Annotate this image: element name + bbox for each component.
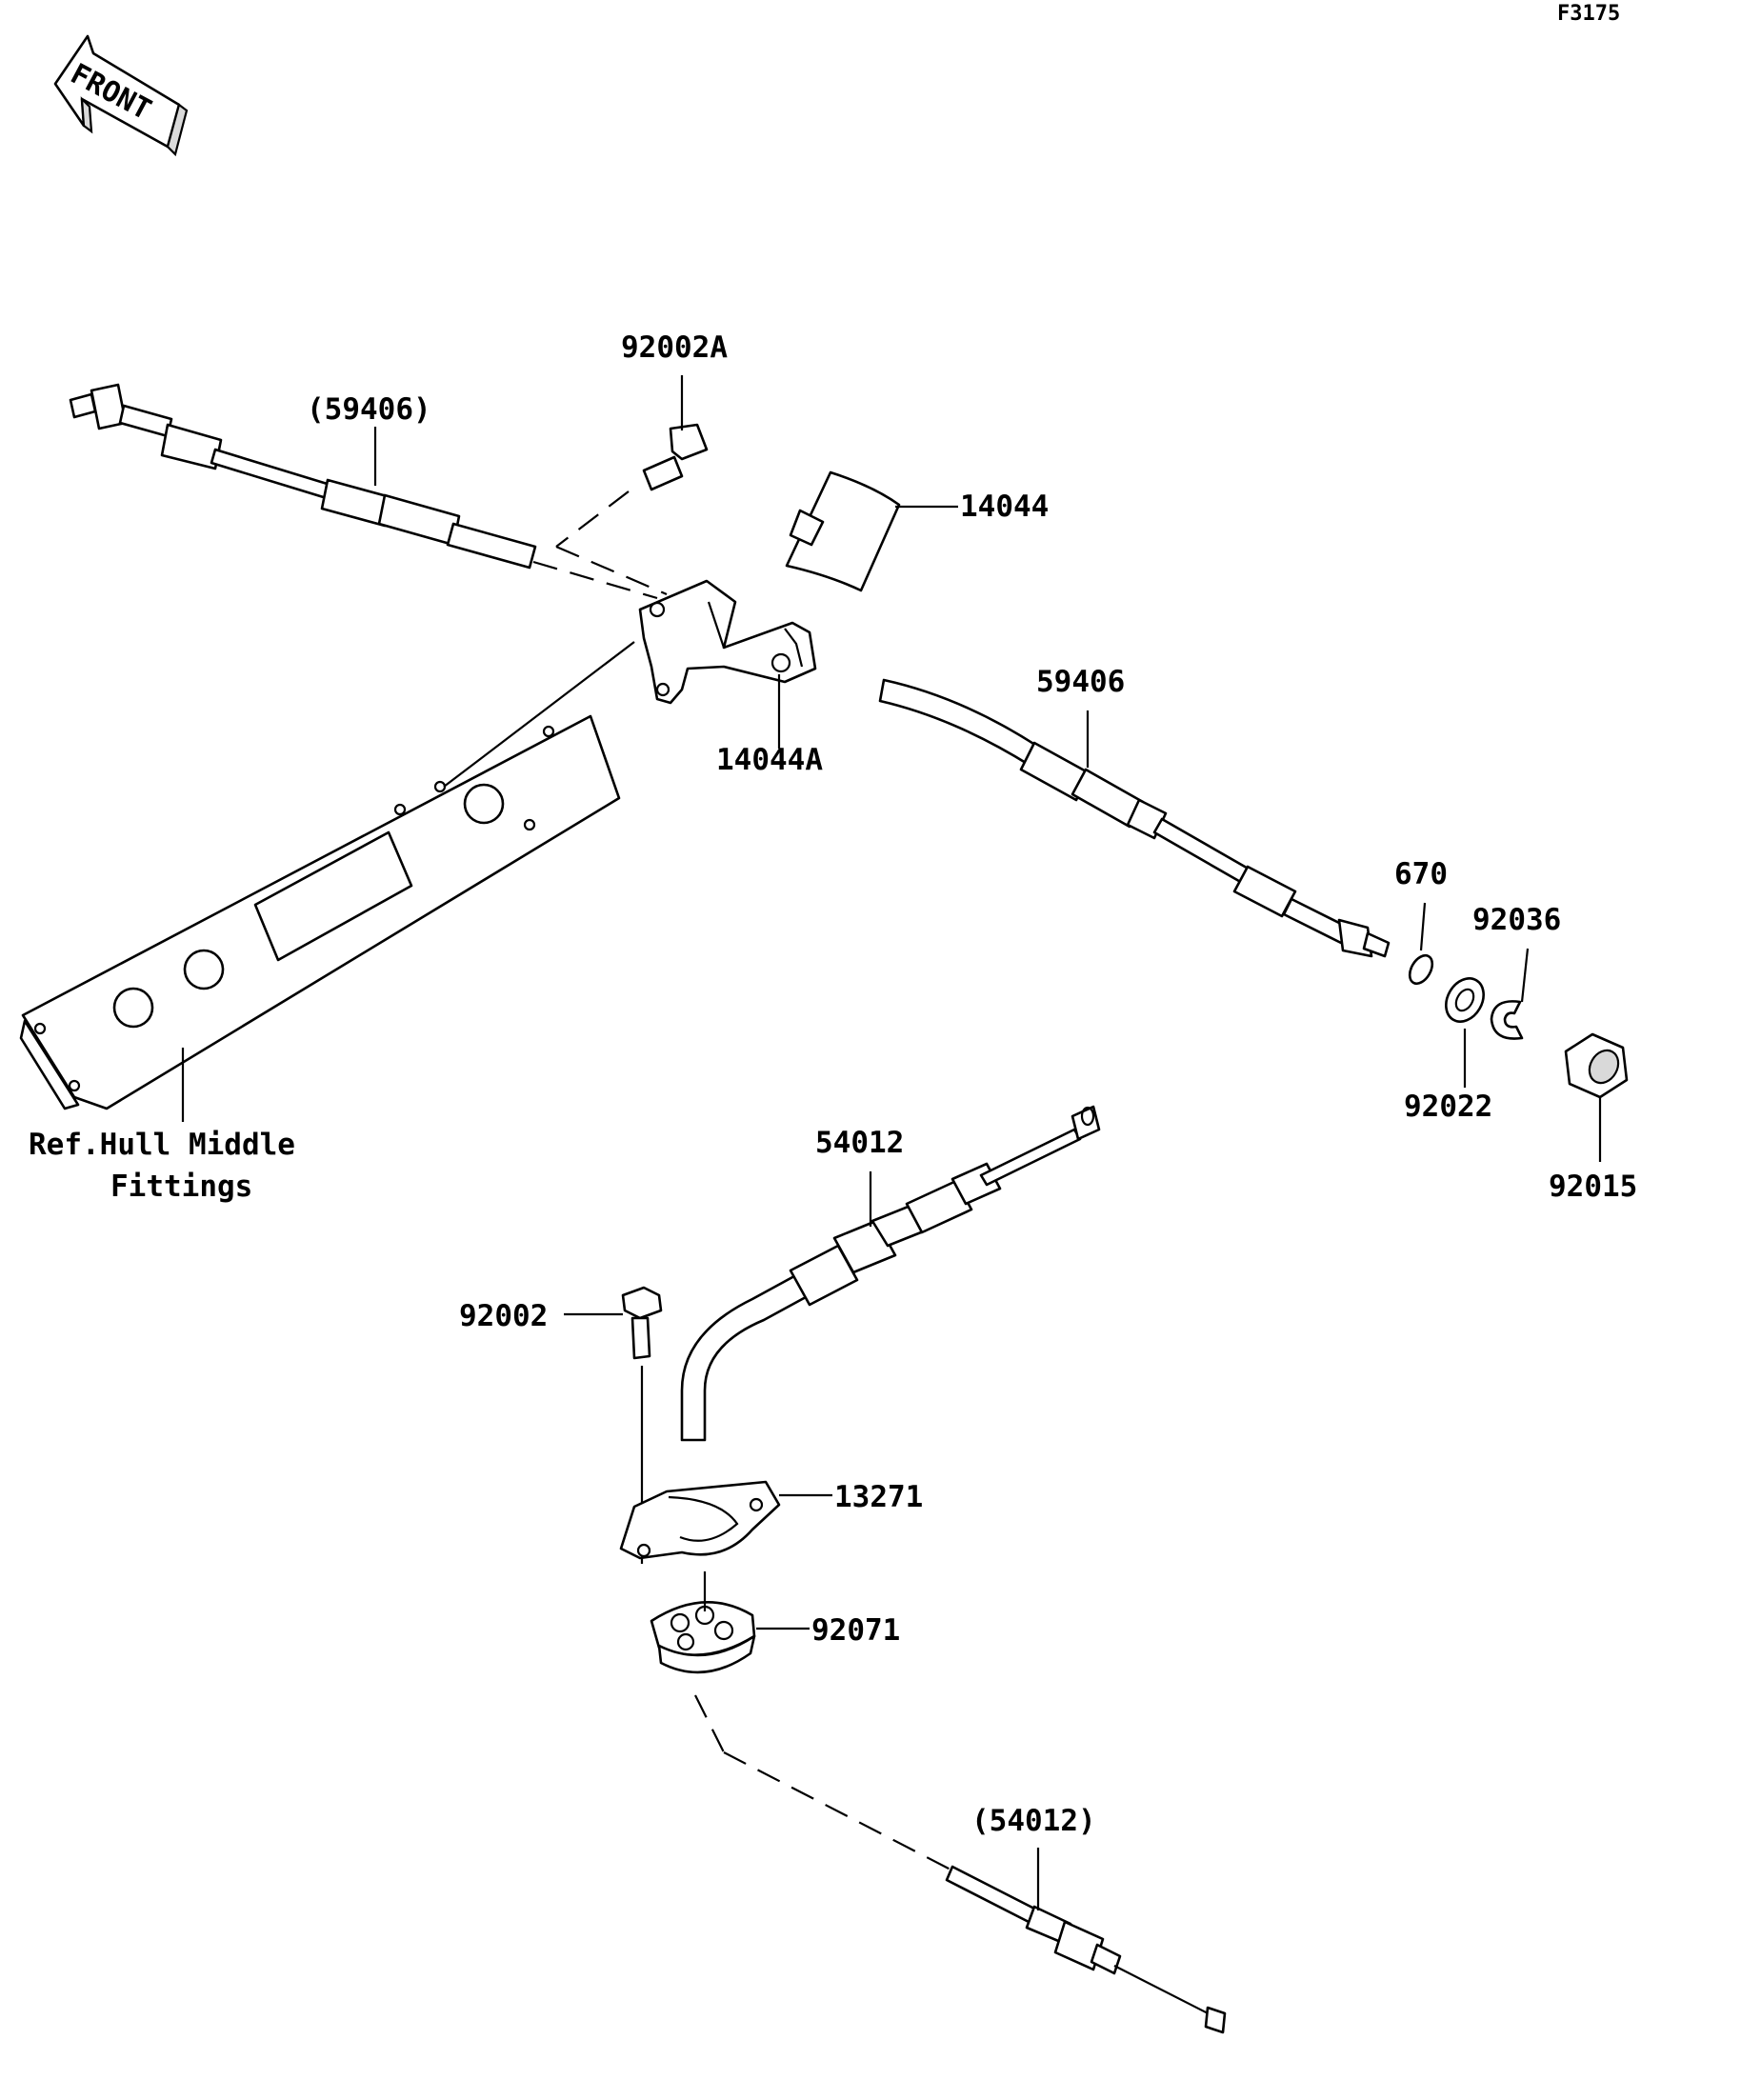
- leader-lines: [181, 375, 1602, 1910]
- callout-14044a: 14044A: [716, 743, 823, 777]
- ref-label-line1: Ref.Hull Middle: [29, 1128, 295, 1162]
- throttle-cable: [680, 1105, 1101, 1442]
- cover-14044-icon: [785, 470, 901, 592]
- figure-code: F3175: [1557, 2, 1620, 26]
- grommet-92071-icon: [650, 1571, 756, 1674]
- callout-92002: 92002: [459, 1299, 548, 1333]
- callout-92071: 92071: [811, 1613, 900, 1648]
- callout-54012: 54012: [815, 1126, 904, 1160]
- clip-92036-icon: [1490, 1000, 1524, 1040]
- callout-59406-ref: (59406): [307, 392, 431, 427]
- callout-54012-ref: (54012): [971, 1804, 1096, 1838]
- callout-92022: 92022: [1404, 1090, 1492, 1124]
- callout-14044: 14044: [960, 490, 1049, 524]
- front-arrow-icon: FRONT: [53, 34, 189, 157]
- callout-670: 670: [1394, 857, 1448, 891]
- callout-92036: 92036: [1472, 903, 1561, 937]
- hull-fittings-panel: [19, 641, 635, 1110]
- washer-92022-icon: [1445, 977, 1485, 1023]
- bracket-14044a-icon: [638, 579, 817, 705]
- bolt-92002a-icon: [555, 423, 709, 596]
- callout-13271: 13271: [834, 1480, 923, 1514]
- callout-92015: 92015: [1549, 1170, 1637, 1204]
- plate-13271-icon: [619, 1480, 781, 1560]
- throttle-cable-lower: [694, 1694, 1227, 2034]
- oring-670-icon: [1408, 953, 1434, 986]
- callout-92002a: 92002A: [621, 330, 728, 365]
- ref-label-line2: Fittings: [110, 1170, 252, 1204]
- nut-92015-icon: [1564, 1032, 1629, 1099]
- callout-59406: 59406: [1036, 665, 1125, 699]
- steering-cable: [69, 383, 1391, 958]
